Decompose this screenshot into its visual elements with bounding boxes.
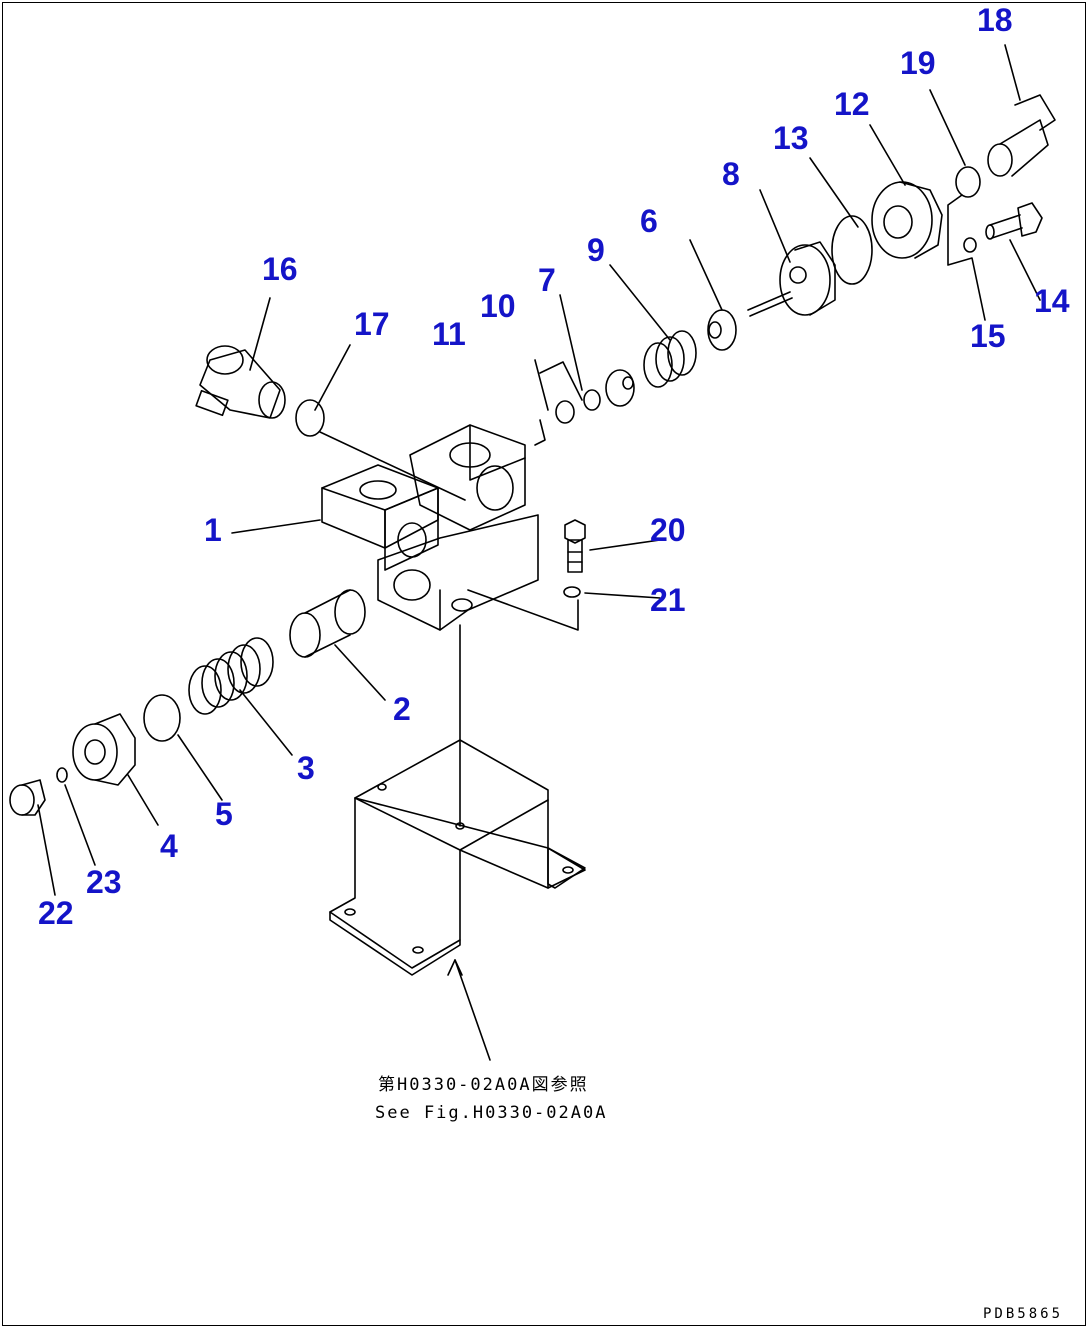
- part-label-20: 20: [650, 512, 686, 548]
- washer-15: [963, 237, 977, 253]
- valve-body: [321, 424, 579, 631]
- part-label-14: 14: [1034, 283, 1070, 319]
- nut-10b: [583, 389, 601, 411]
- o-ring-19: [955, 166, 981, 198]
- bolt-22: [9, 779, 46, 816]
- pin-11: [534, 419, 546, 446]
- part-label-15: 15: [970, 318, 1006, 354]
- washer-21: [563, 586, 581, 598]
- plug-4: [72, 713, 136, 786]
- elbow-18: [987, 94, 1056, 177]
- drawing-code: PDB5865: [983, 1306, 1064, 1322]
- part-label-7: 7: [538, 262, 556, 298]
- part-label-12: 12: [834, 86, 870, 122]
- mounting-bracket: [329, 624, 586, 976]
- part-label-23: 23: [86, 864, 122, 900]
- o-ring-5: [143, 694, 181, 742]
- centerline: [319, 431, 466, 501]
- bolt-20: [564, 519, 586, 573]
- part-label-21: 21: [650, 582, 686, 618]
- leader-lines: [37, 44, 1041, 1061]
- spring-3: [188, 637, 274, 715]
- part-label-11: 11: [432, 316, 466, 352]
- part-label-17: 17: [354, 306, 390, 342]
- o-ring-17: [295, 399, 325, 437]
- spool-2: [289, 589, 366, 658]
- o-ring-23: [56, 767, 68, 783]
- fitting-16: [195, 345, 286, 419]
- part-label-18: 18: [977, 2, 1013, 38]
- part-label-16: 16: [262, 251, 298, 287]
- part-label-9: 9: [587, 232, 605, 268]
- part-label-1: 1: [204, 512, 222, 548]
- part-label-19: 19: [900, 45, 936, 81]
- part-label-8: 8: [722, 156, 740, 192]
- part-label-5: 5: [215, 796, 233, 832]
- bolt-14: [985, 202, 1043, 240]
- part-label-2: 2: [393, 691, 411, 727]
- part-label-3: 3: [297, 750, 315, 786]
- collar-7: [605, 369, 635, 407]
- nut-10a: [555, 400, 575, 424]
- cover-12: [871, 181, 943, 259]
- part-label-22: 22: [38, 895, 74, 931]
- part-label-4: 4: [160, 828, 178, 864]
- reference-note-en: See Fig.H0330-02A0A: [375, 1103, 608, 1123]
- part-label-10: 10: [480, 288, 516, 324]
- o-ring-13: [831, 215, 873, 285]
- part-label-6: 6: [640, 203, 658, 239]
- valve-8: [747, 241, 836, 317]
- reference-note-jp: 第H0330-02A0A図参照: [378, 1075, 589, 1095]
- seat-6: [707, 309, 737, 351]
- part-label-13: 13: [773, 120, 809, 156]
- spring-9: [643, 330, 697, 388]
